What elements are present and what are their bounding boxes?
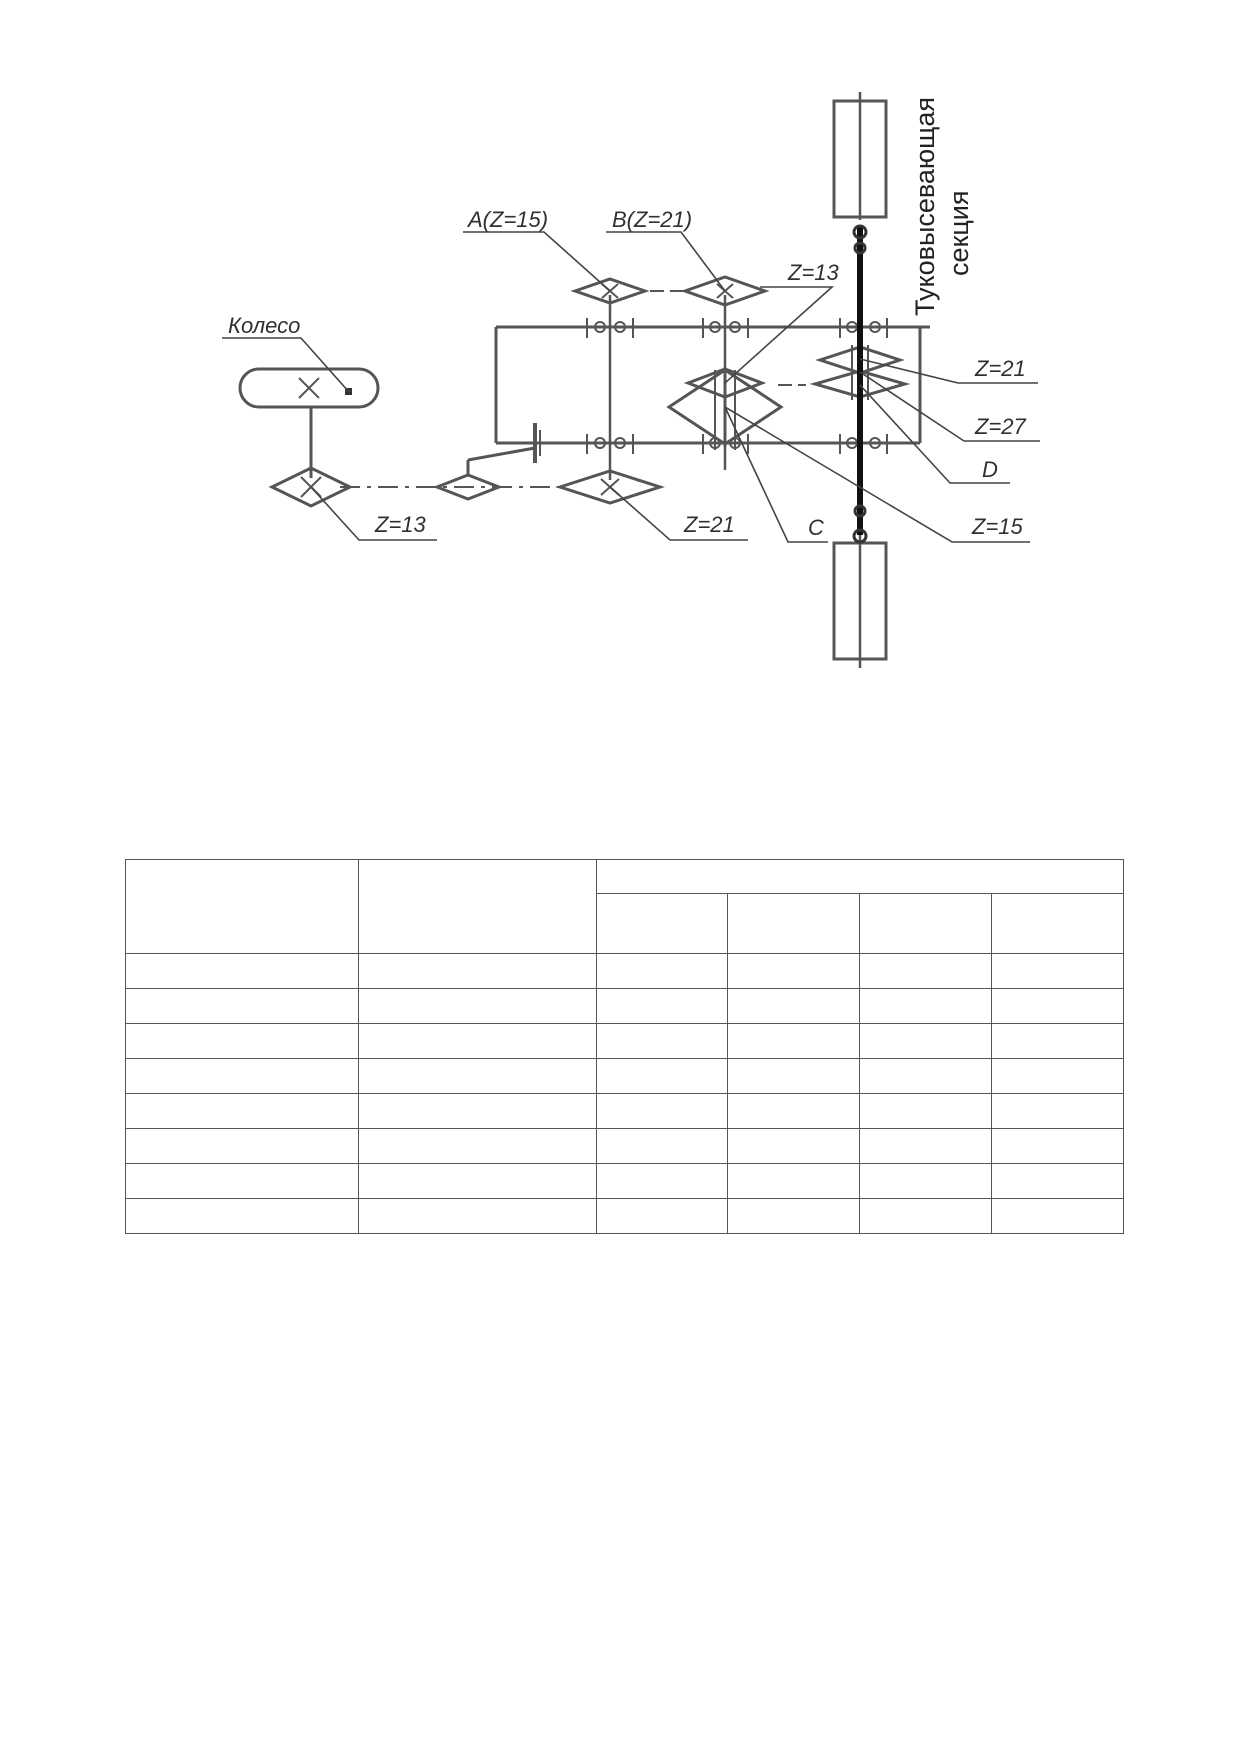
table-cell	[859, 1198, 992, 1234]
table-cell	[358, 1093, 597, 1129]
table-cell	[859, 1093, 992, 1129]
table-cell	[358, 1163, 597, 1199]
table-cell	[991, 1093, 1124, 1129]
subheader-cell-3	[859, 893, 992, 954]
table-cell	[358, 1198, 597, 1234]
table-cell	[727, 1163, 860, 1199]
table-cell	[991, 1163, 1124, 1199]
table-cell	[991, 1198, 1124, 1234]
label-z21-right: Z=21	[974, 356, 1026, 381]
table-cell	[859, 988, 992, 1024]
header-cell-1	[125, 859, 359, 954]
table-cell	[991, 1058, 1124, 1094]
table-cell	[596, 1163, 728, 1199]
table-row	[125, 1093, 1124, 1129]
table-cell	[859, 1128, 992, 1164]
table-cell	[727, 1093, 860, 1129]
table-cell	[727, 1023, 860, 1059]
label-z13-lower: Z=13	[374, 512, 427, 537]
table-cell	[358, 1128, 597, 1164]
header-cell-2	[358, 859, 597, 954]
table-cell	[859, 1163, 992, 1199]
table-cell	[125, 953, 359, 989]
table-cell	[358, 988, 597, 1024]
table-cell	[358, 1023, 597, 1059]
seeding-section-top	[832, 92, 888, 220]
table-cell	[125, 1023, 359, 1059]
subheader-cell-1	[596, 893, 728, 954]
seeding-section-bottom	[832, 530, 888, 668]
table-cell	[596, 1058, 728, 1094]
table-cell	[991, 953, 1124, 989]
label-z15: Z=15	[971, 514, 1024, 539]
gear-block-d	[809, 345, 911, 400]
table-cell	[859, 953, 992, 989]
data-table	[125, 859, 1124, 1234]
table-row	[125, 1163, 1124, 1199]
table-cell	[125, 988, 359, 1024]
header-cell-3	[596, 859, 1124, 894]
label-z13-upper: Z=13	[787, 260, 840, 285]
table-cell	[596, 1198, 728, 1234]
label-c: C	[808, 515, 824, 540]
table-cell	[859, 1023, 992, 1059]
table-row	[125, 1058, 1124, 1094]
label-gear-a: A(Z=15)	[466, 207, 548, 232]
table-cell	[125, 1093, 359, 1129]
table-cell	[596, 1093, 728, 1129]
label-wheel: Колесо	[228, 313, 300, 338]
table-cell	[596, 953, 728, 989]
table-cell	[991, 988, 1124, 1024]
gear-block-c	[666, 367, 784, 450]
table-row	[125, 1128, 1124, 1164]
subheader-cell-2	[727, 893, 860, 954]
table-cell	[596, 988, 728, 1024]
table-cell	[125, 1198, 359, 1234]
section-title: Туковысевающая секция	[910, 97, 974, 316]
table-row	[125, 953, 1124, 989]
table-row	[125, 1023, 1124, 1059]
table-cell	[596, 1128, 728, 1164]
label-d: D	[982, 457, 998, 482]
wheel	[238, 367, 380, 478]
main-drive-shaft	[852, 224, 868, 544]
table-cell	[125, 1163, 359, 1199]
label-gear-b: B(Z=21)	[612, 207, 692, 232]
table-cell	[125, 1058, 359, 1094]
table-cell	[727, 1198, 860, 1234]
label-z21-lower: Z=21	[683, 512, 735, 537]
table-cell	[125, 1128, 359, 1164]
table-cell	[727, 988, 860, 1024]
leader-lines	[222, 231, 1040, 543]
table-cell	[358, 1058, 597, 1094]
table-row	[125, 1198, 1124, 1234]
table-cell	[727, 1058, 860, 1094]
table-row	[125, 988, 1124, 1024]
tensioner-sprocket	[432, 446, 536, 501]
table-cell	[991, 1128, 1124, 1164]
section-title-line-1: Туковысевающая	[910, 97, 940, 316]
table-cell	[727, 953, 860, 989]
subheader-cell-4	[991, 893, 1124, 954]
table-cell	[358, 953, 597, 989]
label-z27: Z=27	[974, 414, 1027, 439]
table-cell	[991, 1023, 1124, 1059]
table-cell	[727, 1128, 860, 1164]
shaft-1	[586, 295, 634, 480]
kinematic-scheme: Колесо A(Z=15) B(Z=21) Z=13 Z=21 Z=27 D …	[222, 92, 1040, 668]
table-cell	[596, 1023, 728, 1059]
table-body	[125, 953, 1124, 1234]
section-title-line-2: секция	[944, 191, 974, 277]
table-cell	[859, 1058, 992, 1094]
